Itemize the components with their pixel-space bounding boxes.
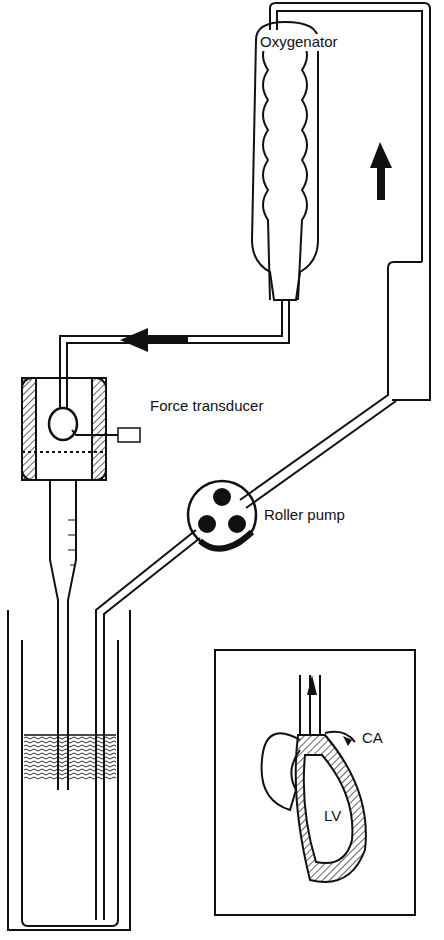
anatomy-label: CA: [360, 730, 385, 747]
anatomy-label: LV: [322, 808, 343, 825]
component-label: Force transducer: [148, 398, 265, 415]
component-label: Roller pump: [262, 507, 347, 524]
component-label: Oxygenator: [258, 34, 340, 51]
